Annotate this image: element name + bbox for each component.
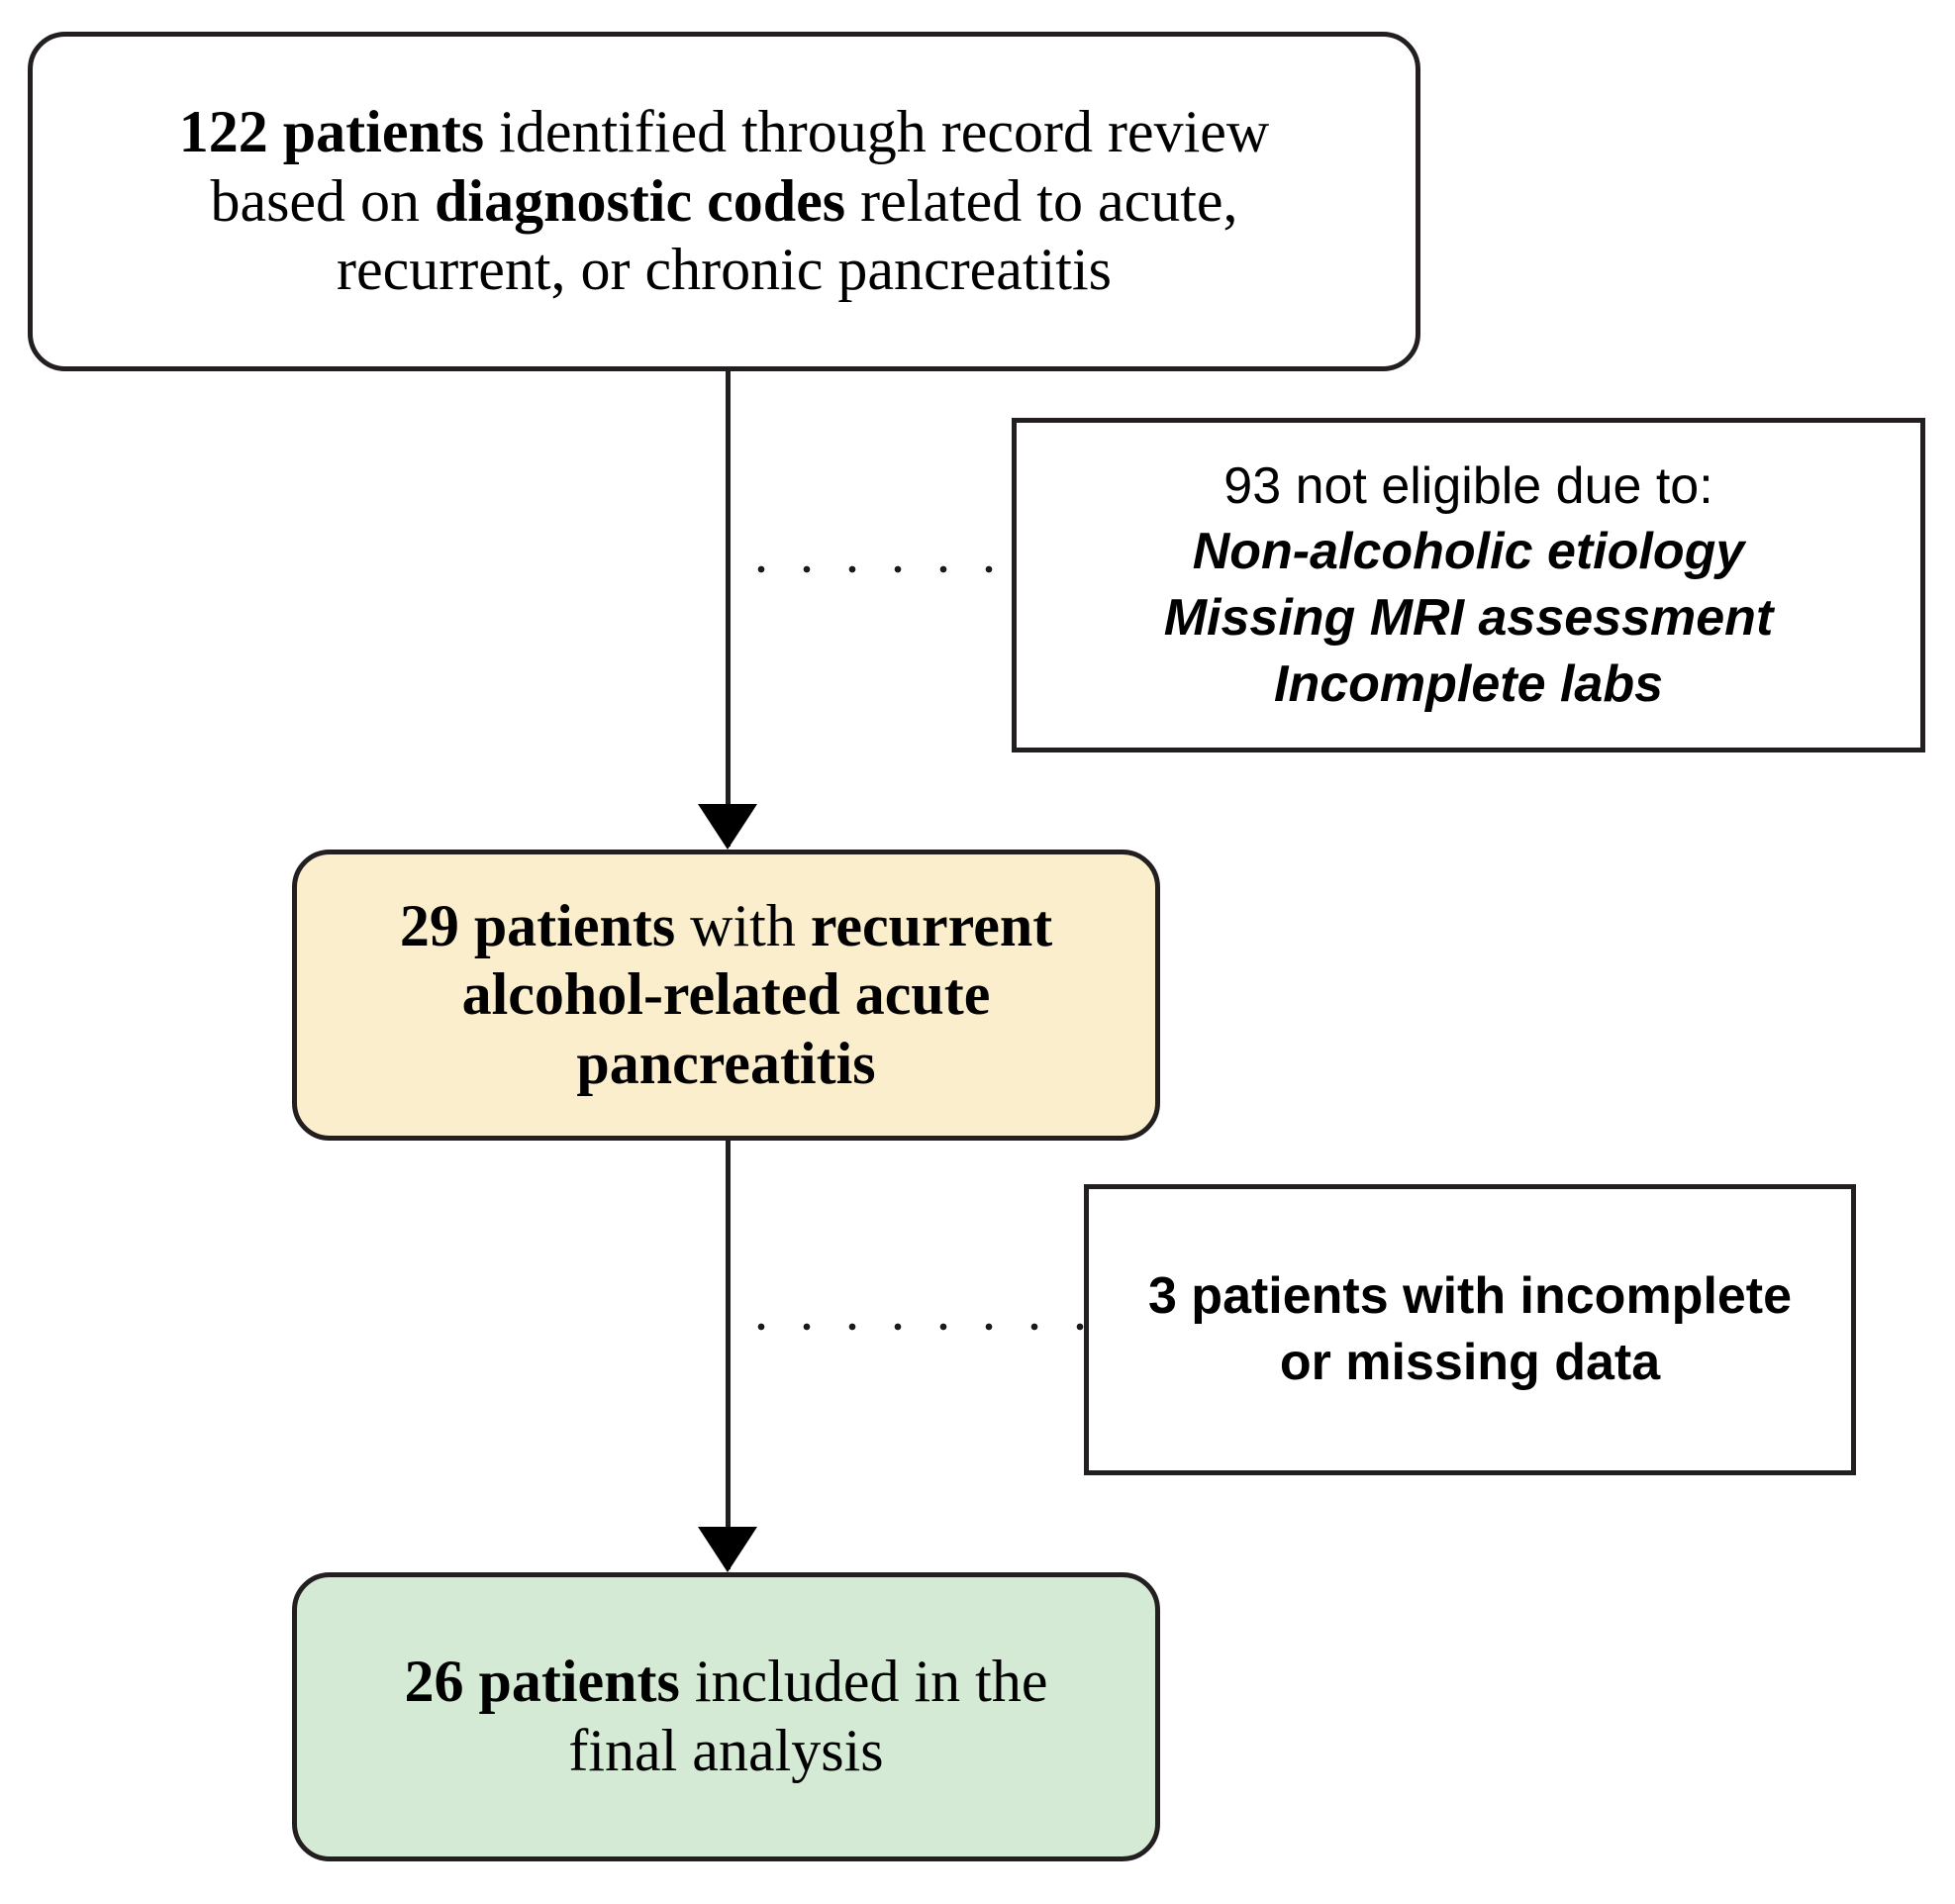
node-recurrent-emphasis: recurrent — [810, 892, 1053, 958]
node-incomplete-line-1: 3 patients with incomplete — [1148, 1263, 1792, 1330]
node-final-line-2: final analysis — [568, 1718, 884, 1783]
node-recurrent-line-1-mid: with — [675, 892, 811, 958]
node-identified-emphasis: diagnostic codes — [435, 167, 846, 234]
node-identified-line-1-rest: identified through record review — [484, 99, 1270, 165]
node-not-eligible-reason-1: Non-alcoholic etiology — [1192, 523, 1745, 581]
node-recurrent: 29 patients with recurrent alcohol-relat… — [292, 850, 1160, 1141]
node-recurrent-line-3: pancreatitis — [576, 1030, 875, 1099]
node-identified-line-2-post: related to acute, — [845, 167, 1238, 234]
node-recurrent-line-1: 29 patients with recurrent — [400, 892, 1052, 961]
node-not-eligible-reason-3: Incomplete labs — [1274, 654, 1663, 713]
node-final: 26 patients included in the final analys… — [292, 1572, 1160, 1861]
node-recurrent-line-2-text: alcohol-related acute — [461, 961, 991, 1028]
node-incomplete-line-2: or missing data — [1279, 1334, 1661, 1391]
node-final-count: 26 patients — [404, 1649, 680, 1715]
node-recurrent-count: 29 patients — [399, 892, 676, 958]
node-not-eligible: 93 not eligible due to: Non-alcoholic et… — [1012, 418, 1925, 752]
node-identified-line-3: recurrent, or chronic pancreatitis — [337, 237, 1112, 303]
node-not-eligible-heading: 93 not eligible due to: — [1223, 456, 1713, 515]
node-incomplete-emphasis: incomplete — [1519, 1267, 1793, 1326]
node-final-line-1: 26 patients included in the — [405, 1648, 1048, 1717]
node-incomplete: 3 patients with incomplete or missing da… — [1084, 1184, 1856, 1475]
node-final-line-1-rest: included in the — [679, 1649, 1048, 1715]
connector-identified-to-recurrent-arrowhead — [698, 804, 757, 850]
node-identified-line-2-pre: based on — [210, 167, 436, 234]
node-identified-line-2: based on diagnostic codes related to acu… — [210, 167, 1237, 237]
node-not-eligible-reason-2: Missing MRI assessment — [1163, 589, 1774, 647]
node-recurrent-line-3-text: pancreatitis — [576, 1030, 876, 1096]
connector-recurrent-to-final-arrowhead — [698, 1527, 757, 1572]
connector-identified-to-recurrent-line — [726, 371, 731, 847]
node-identified-line-1: 122 patients identified through record r… — [179, 98, 1269, 167]
connector-recurrent-to-incomplete-dotted — [731, 1321, 1087, 1333]
connector-recurrent-to-final-line — [726, 1141, 731, 1569]
node-recurrent-line-2: alcohol-related acute — [462, 960, 991, 1030]
node-incomplete-count: 3 patients with — [1147, 1267, 1520, 1326]
connector-identified-to-not-eligible-dotted — [731, 563, 1016, 575]
node-identified: 122 patients identified through record r… — [28, 32, 1420, 371]
node-identified-count: 122 patients — [178, 99, 485, 165]
